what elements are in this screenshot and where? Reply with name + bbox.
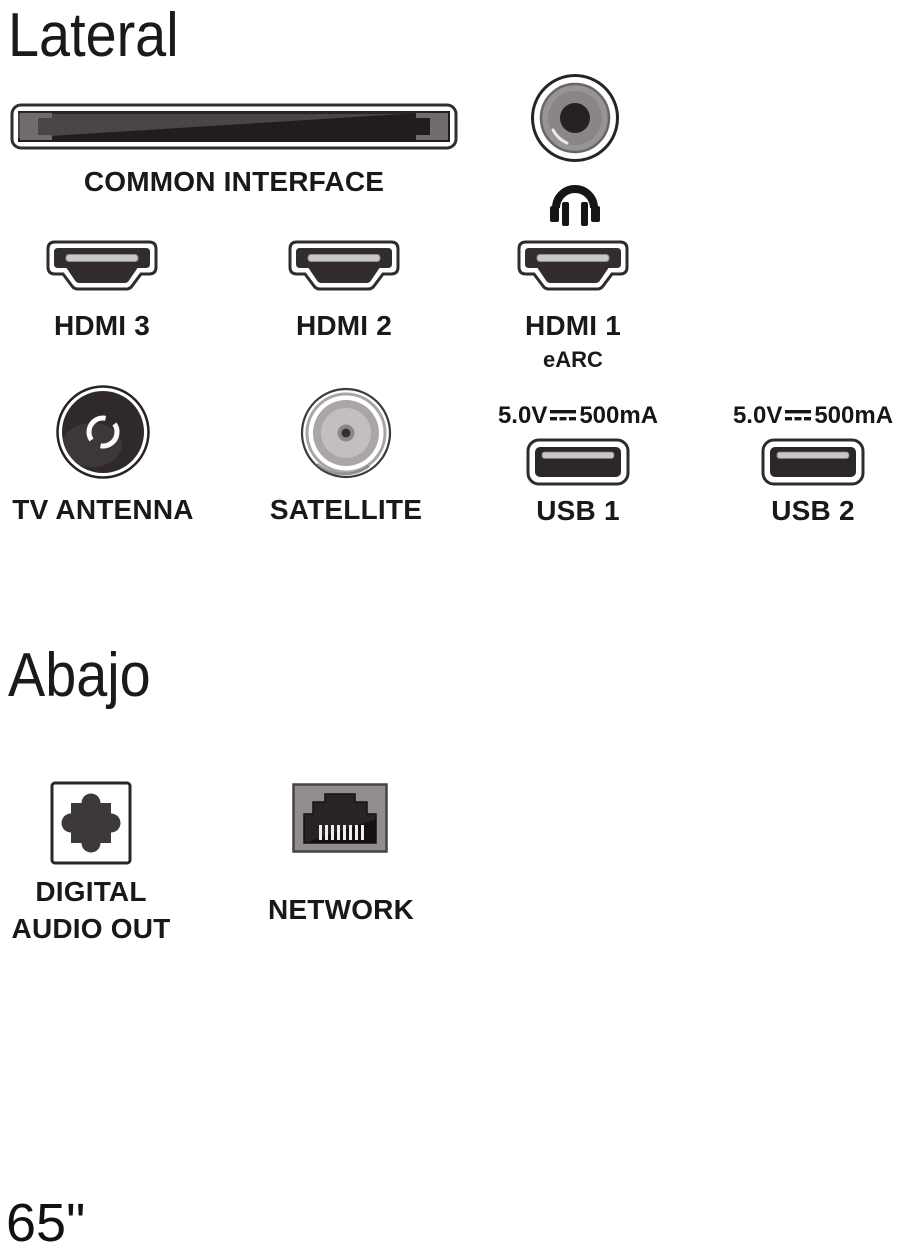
usb-1-port-icon [526,438,630,486]
hdmi-1-port-icon [517,240,629,291]
tv-antenna-connector-icon [56,385,150,479]
ethernet-port-icon [292,783,388,853]
satellite-label: SATELLITE [269,494,423,525]
digital-audio-out-label-line2: AUDIO OUT [11,913,171,944]
digital-audio-out-label-line1: DIGITAL [35,876,147,907]
screen-size-label: 65" [6,1193,86,1249]
usb-1-rating-voltage: 5.0V [497,402,548,429]
usb-1-rating: 5.0V 500mA [486,402,670,430]
hdmi-1-earc-label: eARC [543,347,603,372]
dc-symbol-icon [785,409,812,421]
hdmi-3-label: HDMI 3 [53,310,151,341]
headphones-icon [550,185,600,226]
hdmi-2-port-icon [288,240,400,291]
satellite-connector-icon [300,387,392,479]
section-title-abajo: Abajo [8,641,151,710]
tv-antenna-label: TV ANTENNA [12,494,194,525]
dc-symbol-icon [550,409,577,421]
usb-2-port-icon [761,438,865,486]
hdmi-1-label: HDMI 1 [524,310,622,341]
hdmi-2-label: HDMI 2 [295,310,393,341]
usb-2-label: USB 2 [771,495,855,526]
network-label: NETWORK [267,894,415,925]
optical-audio-port-icon [50,781,132,865]
headphone-jack-icon [531,74,619,162]
hdmi-3-port-icon [46,240,158,291]
section-title-lateral: Lateral [8,1,179,70]
usb-2-rating-current: 500mA [814,402,894,429]
usb-1-label: USB 1 [536,495,620,526]
usb-2-rating-voltage: 5.0V [732,402,783,429]
common-interface-label: COMMON INTERFACE [83,166,385,197]
usb-1-rating-current: 500mA [579,402,659,429]
common-interface-slot-icon [10,103,458,150]
usb-2-rating: 5.0V 500mA [721,402,902,430]
